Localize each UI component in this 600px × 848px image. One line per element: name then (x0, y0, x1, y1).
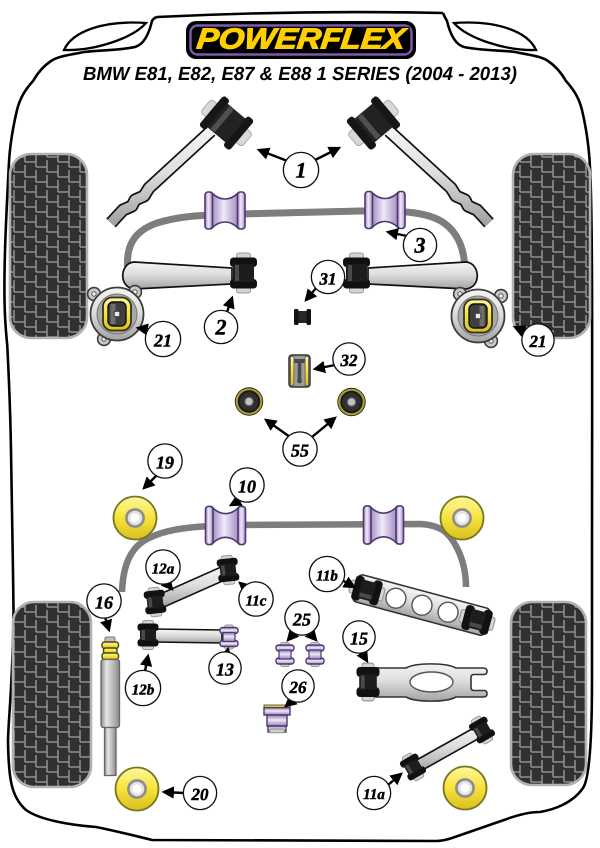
svg-text:16: 16 (95, 593, 113, 613)
svg-text:11a: 11a (363, 787, 385, 803)
svg-text:31: 31 (319, 270, 337, 289)
svg-text:1: 1 (296, 158, 307, 183)
svg-text:19: 19 (156, 453, 174, 473)
svg-text:26: 26 (289, 678, 308, 697)
svg-text:POWERFLEX: POWERFLEX (195, 24, 408, 56)
svg-text:21: 21 (153, 331, 172, 351)
svg-text:11b: 11b (316, 569, 338, 585)
svg-text:21: 21 (529, 332, 547, 351)
svg-text:3: 3 (414, 233, 426, 258)
svg-text:25: 25 (292, 610, 311, 630)
svg-text:32: 32 (340, 351, 359, 370)
svg-text:13: 13 (216, 660, 234, 680)
svg-text:20: 20 (191, 785, 210, 804)
svg-text:11c: 11c (246, 594, 267, 610)
svg-text:POWERFLEX: POWERFLEX (195, 24, 408, 56)
svg-text:15: 15 (350, 629, 368, 649)
svg-text:12a: 12a (152, 562, 175, 578)
svg-text:55: 55 (291, 441, 309, 461)
svg-text:10: 10 (238, 477, 256, 497)
svg-text:BMW E81, E82, E87 & E88 1 SERI: BMW E81, E82, E87 & E88 1 SERIES (2004 -… (83, 64, 517, 85)
svg-text:12b: 12b (132, 683, 155, 699)
svg-text:2: 2 (215, 315, 227, 340)
